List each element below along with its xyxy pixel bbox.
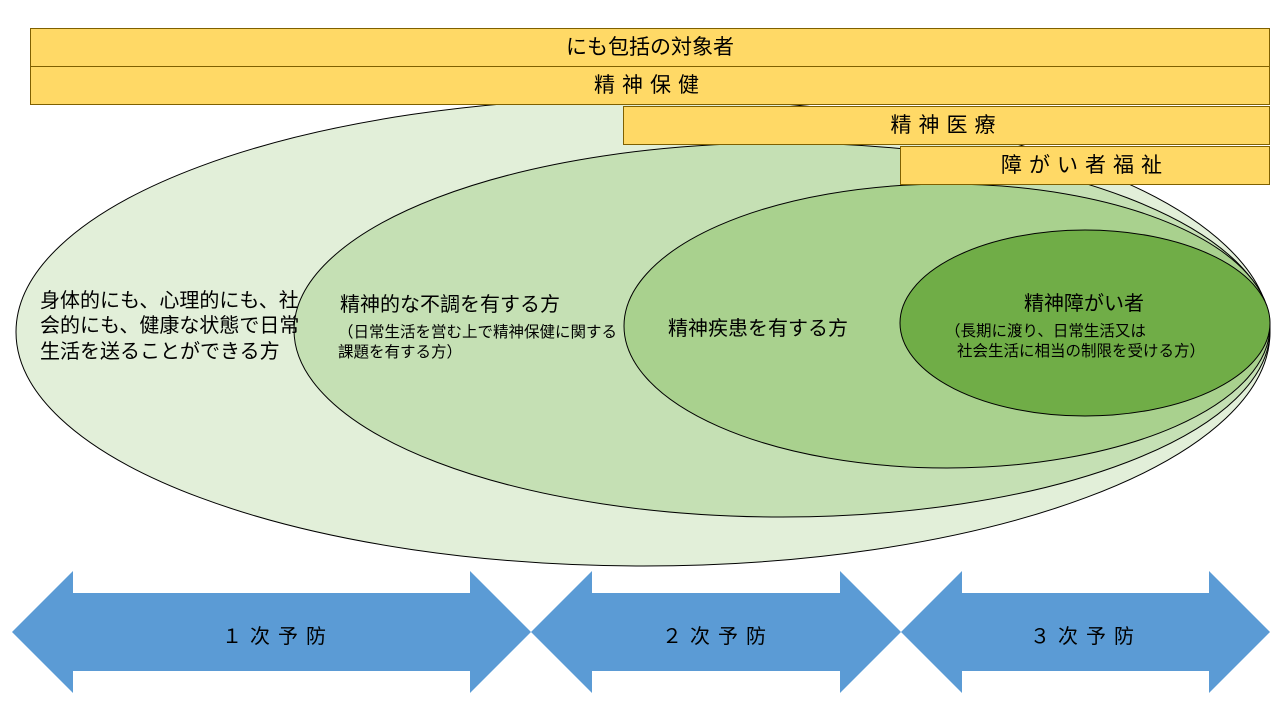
arrow-secondary-label: ２次予防 (662, 624, 774, 648)
bar-mental-health: 精神保健 (30, 66, 1270, 105)
label-disabled-title: 精神障がい者 (1024, 291, 1144, 315)
arrow-primary (12, 571, 531, 693)
bar-mental-health-label: 精神保健 (594, 73, 706, 97)
bar-psychiatric-care: 精神医療 (623, 106, 1270, 145)
bar-inclusive-target: にも包括の対象者 (30, 28, 1270, 67)
bar-psychiatric-care-label: 精神医療 (890, 113, 1003, 137)
label-disabled-note-line1: （長期に渡り、日常生活又は (945, 322, 1146, 340)
bar-disability-welfare-label: 障がい者福祉 (1001, 153, 1169, 177)
label-unwell-title: 精神的な不調を有する方 (340, 292, 560, 316)
label-illness: 精神疾患を有する方 (668, 316, 848, 340)
ellipse-disabled (899, 229, 1271, 417)
label-disabled-note-line2: 社会生活に相当の制限を受ける方） (957, 342, 1206, 360)
arrow-primary-label: １次予防 (222, 624, 334, 648)
label-general: 身体的にも、心理的にも、社会的にも、健康な状態で日常生活を送ることができる方 (40, 288, 300, 363)
label-unwell-note: （日常生活を営む上で精神保健に関する課題を有する方） (338, 323, 618, 361)
bar-disability-welfare: 障がい者福祉 (900, 146, 1270, 185)
arrow-secondary (531, 571, 901, 693)
arrow-tertiary-label: ３次予防 (1030, 624, 1142, 648)
bar-inclusive-target-label: にも包括の対象者 (566, 35, 734, 59)
arrow-tertiary (901, 571, 1270, 693)
